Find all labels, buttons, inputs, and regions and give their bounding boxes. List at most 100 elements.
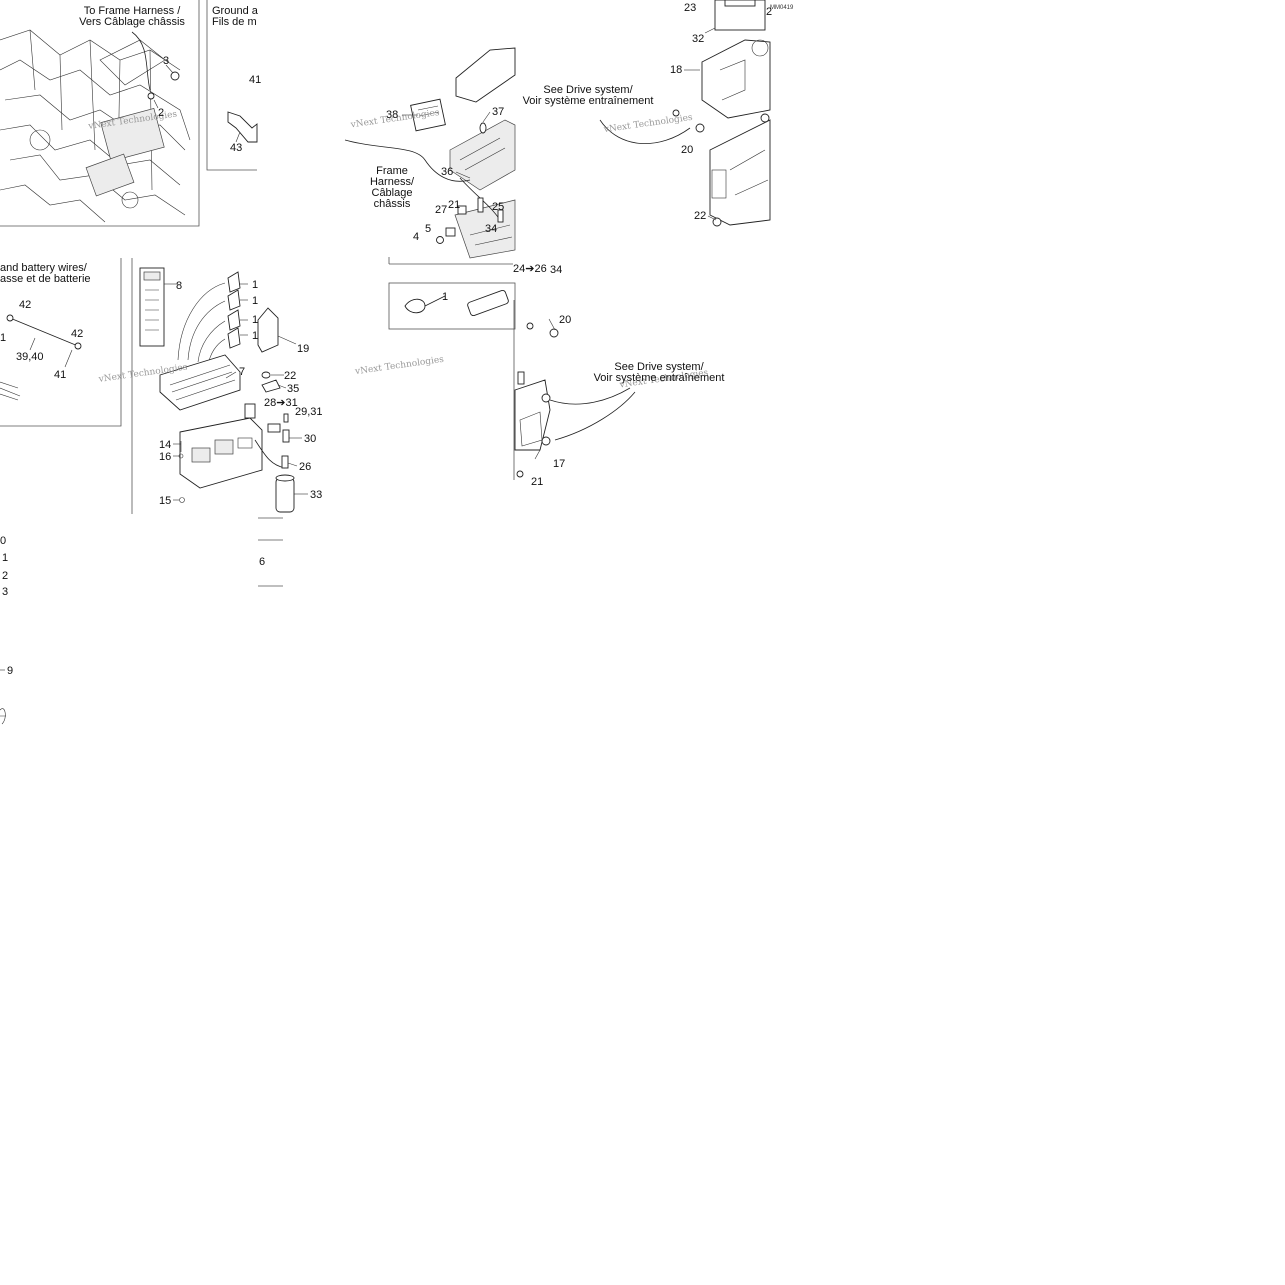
nut-part-3 xyxy=(170,71,180,81)
callout: 27 xyxy=(435,204,447,216)
fuse-holder-part xyxy=(467,289,509,317)
frame-harness-mid-line3: Câblage xyxy=(372,187,413,199)
lower-bracket-drawing xyxy=(514,322,559,478)
chassis-frame-drawing xyxy=(0,29,191,223)
clip-part xyxy=(0,708,6,725)
nut-part-20 xyxy=(695,123,705,133)
fuse-box-drawing xyxy=(139,267,295,513)
ground-caption-line2: Fils de m xyxy=(212,16,257,28)
callout: 9 xyxy=(7,665,13,677)
frame-harness-caption-line2: Vers Câblage châssis xyxy=(79,16,185,28)
callout: 21 xyxy=(531,476,543,488)
callout: 32 xyxy=(692,33,704,45)
callout: 22 xyxy=(284,370,296,382)
callout: 25 xyxy=(492,201,504,213)
label-sticker-part-38 xyxy=(410,98,446,132)
ground-rod-part-39-40 xyxy=(9,317,79,347)
washer-part-2 xyxy=(147,92,155,100)
callout: 6 xyxy=(259,556,265,568)
callout: 1 xyxy=(252,279,258,291)
bolt-part-20a xyxy=(672,109,680,117)
callout: 26 xyxy=(299,461,311,473)
callout: 4 xyxy=(413,231,419,243)
harness-wire xyxy=(131,31,151,91)
callout: 28➔31 xyxy=(264,397,298,409)
callout: 2 xyxy=(158,107,164,119)
frame-harness-mid-line4: châssis xyxy=(374,198,411,210)
battery-support-drawing xyxy=(701,0,771,226)
callout: 17 xyxy=(553,458,565,470)
watermark-3: vNext Technologies xyxy=(602,113,693,136)
terminal-part-5 xyxy=(445,227,456,237)
bolt-part-21 xyxy=(477,197,484,213)
terminal-part-42b xyxy=(74,342,82,350)
bolt-part-25 xyxy=(497,209,504,223)
callout: 29,31 xyxy=(295,406,323,418)
callout: 1 xyxy=(2,552,8,564)
wire-ends xyxy=(0,381,21,401)
callout: 43 xyxy=(230,142,242,154)
ground-caption-line1: Ground a xyxy=(212,5,259,17)
panel-frames xyxy=(0,0,516,587)
callout: 35 xyxy=(287,383,299,395)
drive-link-arrow-1 xyxy=(599,119,691,145)
callout: 34 xyxy=(485,223,497,235)
frame-harness-mid-line1: Frame xyxy=(376,165,408,177)
watermark-5: vNext Technologies xyxy=(354,355,445,378)
spacer-part-37 xyxy=(479,122,487,134)
callout: 14 xyxy=(159,439,171,451)
callout: 1 xyxy=(252,314,258,326)
leader-lines xyxy=(0,27,717,671)
drive-link-arrow-2b xyxy=(554,391,636,441)
frame-harness-wire xyxy=(344,139,471,182)
drive-system-caption-2-line2: Voir système entraînement xyxy=(594,372,725,384)
drive-system-caption-1-line1: See Drive system/ xyxy=(543,84,633,96)
ground-battery-caption-line1: and battery wires/ xyxy=(0,262,88,274)
frame-harness-caption-line1: To Frame Harness / xyxy=(84,5,182,17)
tie-strap-part-1 xyxy=(404,295,446,314)
callout: 8 xyxy=(176,280,182,292)
frame-harness-mid-line2: Harness/ xyxy=(370,176,415,188)
bolt-part-27 xyxy=(457,205,467,215)
callout: 1 xyxy=(0,332,6,344)
callout: 0 xyxy=(0,535,6,547)
callout: 15 xyxy=(159,495,171,507)
callout: 42 xyxy=(71,328,83,340)
callout: 39,40 xyxy=(16,351,44,363)
callout: 23 xyxy=(684,2,696,14)
callout: 20 xyxy=(559,314,571,326)
callout: 24➔26 xyxy=(513,263,547,275)
diagram-code: MM0419 xyxy=(770,5,794,11)
callout: 21 xyxy=(448,199,460,211)
callout: 20 xyxy=(681,144,693,156)
callout: 41 xyxy=(249,74,261,86)
callout: 33 xyxy=(310,489,322,501)
callout: 38 xyxy=(386,109,398,121)
callout: 18 xyxy=(670,64,682,76)
callout: 1 xyxy=(252,330,258,342)
callout: 37 xyxy=(492,106,504,118)
callout: 1 xyxy=(252,295,258,307)
terminal-part-42a xyxy=(6,314,14,322)
callout: 3 xyxy=(2,586,8,598)
callout: 34 xyxy=(550,264,562,276)
callout: 3 xyxy=(163,55,169,67)
nut-part-22 xyxy=(712,217,722,227)
nut-part-4 xyxy=(436,236,444,244)
callout: 1 xyxy=(442,291,448,303)
callout: 2 xyxy=(766,6,772,18)
drive-system-caption-1-line2: Voir système entraînement xyxy=(523,95,654,107)
callout: 5 xyxy=(425,223,431,235)
callout: 36 xyxy=(441,166,453,178)
drive-link-arrow-2a xyxy=(549,387,631,405)
ground-battery-caption-line2: asse et de batterie xyxy=(0,273,91,285)
callout: 42 xyxy=(19,299,31,311)
callout: 19 xyxy=(297,343,309,355)
drive-system-caption-2-line1: See Drive system/ xyxy=(614,361,704,373)
battery-tray-drawing xyxy=(449,47,516,259)
callout: 30 xyxy=(304,433,316,445)
ground-lug-part-43 xyxy=(227,111,258,143)
callout: 2 xyxy=(2,570,8,582)
callout-labels: 3 2 41 43 38 37 36 27 21 25 34 5 4 24➔26… xyxy=(0,2,772,677)
